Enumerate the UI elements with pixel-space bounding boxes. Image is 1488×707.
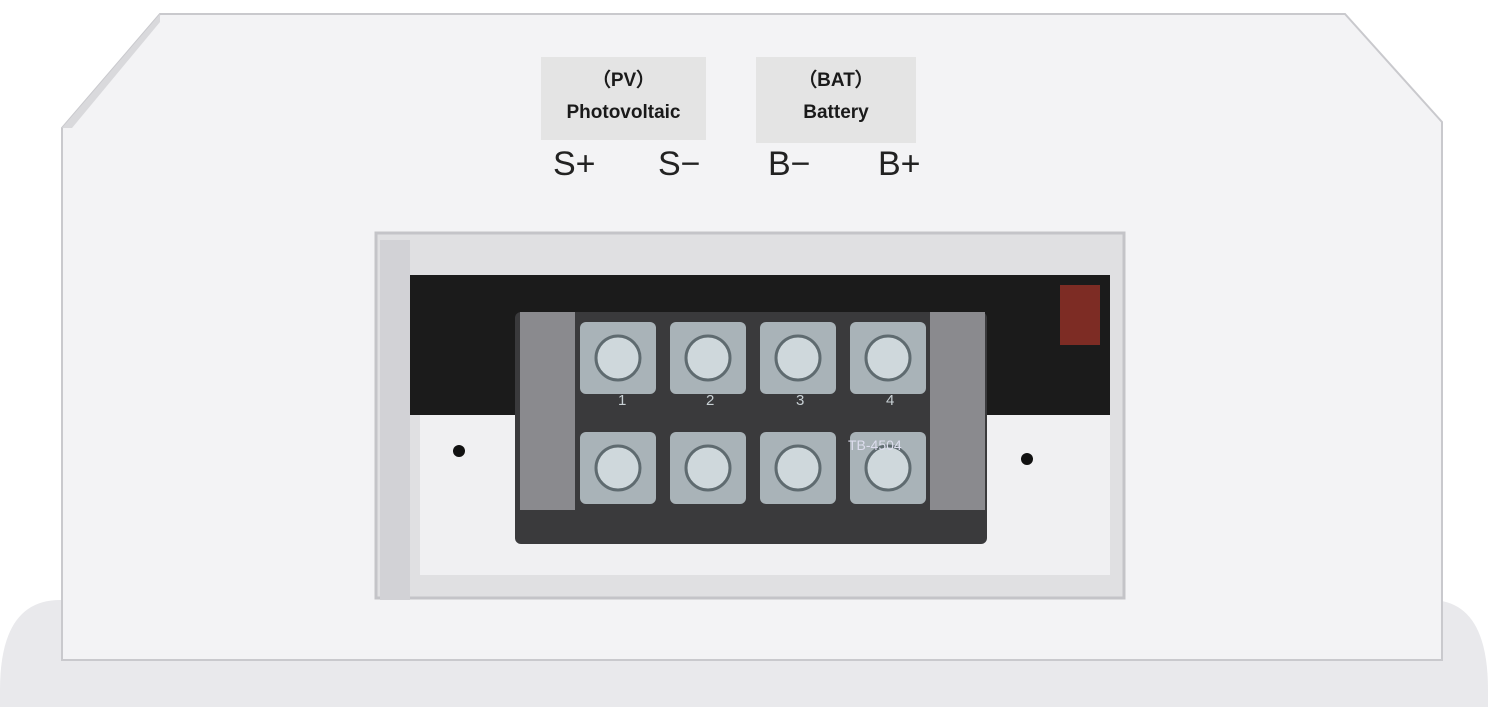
pv-label: （PV） Photovoltaic	[541, 57, 706, 140]
screw-icon	[684, 444, 732, 492]
bat-label: （BAT） Battery	[756, 57, 916, 143]
screw-icon	[594, 334, 642, 382]
screw-icon	[774, 334, 822, 382]
screw-icon	[774, 444, 822, 492]
terminal-s-plus: S+	[553, 145, 596, 183]
screw-icon	[864, 444, 912, 492]
terminal-s-minus: S−	[658, 145, 701, 183]
bat-name: Battery	[803, 102, 869, 123]
terminal-number: 1	[618, 392, 627, 409]
pv-name: Photovoltaic	[566, 102, 681, 123]
screw-icon	[594, 444, 642, 492]
terminal-b-plus: B+	[878, 145, 921, 183]
terminal-b-minus: B−	[768, 145, 811, 183]
bat-code: （BAT）	[798, 70, 874, 91]
screw-icon	[864, 334, 912, 382]
terminal-number: 4	[886, 392, 895, 409]
screw-icon	[684, 334, 732, 382]
terminal-block-model: TB-4504	[848, 437, 902, 453]
pv-code: （PV）	[591, 70, 656, 91]
terminal-number: 3	[796, 392, 805, 409]
terminal-number: 2	[706, 392, 715, 409]
